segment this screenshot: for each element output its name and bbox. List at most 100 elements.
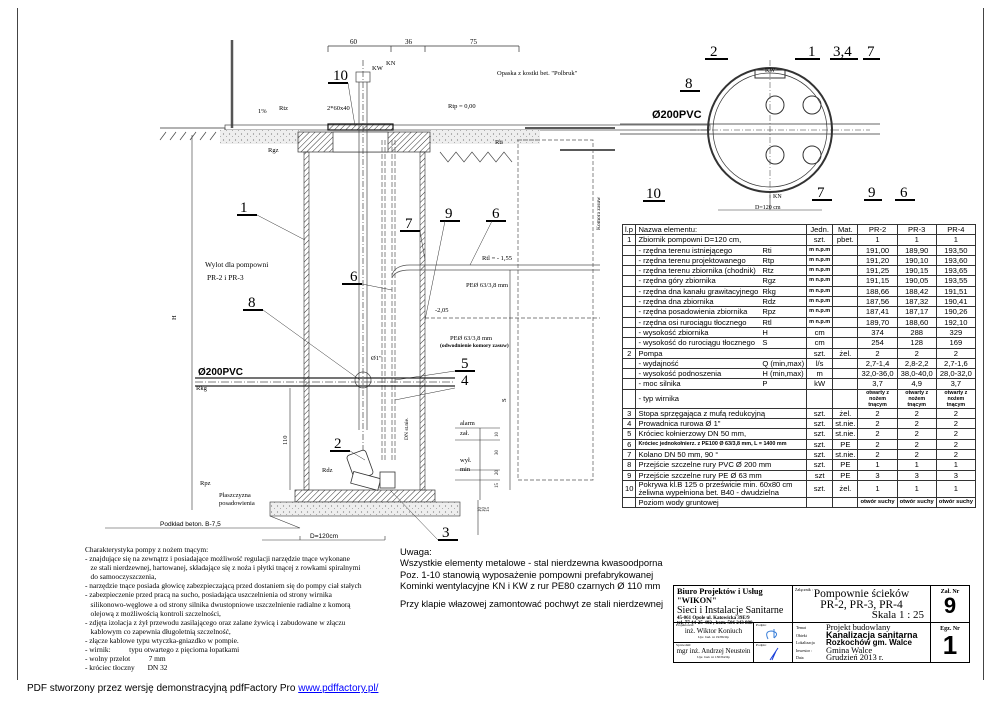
cell-symbol: H (min,max)	[760, 368, 808, 380]
label-zal: zał.	[460, 430, 470, 437]
cell-lp	[621, 337, 637, 349]
cell-material	[832, 244, 859, 256]
cell-material	[832, 306, 859, 318]
cell-material: st.nie.	[832, 418, 859, 430]
cell-pr2: 191,25	[857, 265, 898, 277]
cell-material	[832, 285, 859, 298]
cell-unit: m n.p.m	[806, 296, 834, 308]
cell-unit: szt.	[806, 407, 834, 420]
label-110: 110	[282, 435, 289, 445]
cell-pr3: 189,90	[896, 244, 937, 256]
cell-pr4: 1	[935, 479, 976, 498]
dim-36: 36	[405, 38, 413, 46]
cell-lp	[621, 357, 637, 370]
pdffactory-link[interactable]: www.pdffactory.pl/	[298, 683, 379, 694]
cell-lp: 2	[621, 347, 637, 359]
cell-name: - typ wirnika	[635, 388, 761, 409]
cell-material	[832, 254, 859, 267]
company-info: Biuro Projektów i Usług "WIKON" Sieci i …	[674, 586, 793, 626]
cell-symbol: Rtl	[760, 316, 808, 328]
cell-pr4: 2	[935, 418, 976, 430]
cell-lp: 3	[621, 407, 637, 420]
cell-pr4: 1	[935, 459, 976, 471]
cell-pr3: 2	[896, 418, 937, 430]
chamber-wall-left	[303, 151, 310, 491]
cell-pr4: 3	[935, 469, 976, 481]
scale: Skala 1 : 25	[871, 609, 924, 621]
cell-pr2: 1	[857, 479, 898, 498]
label-s: S	[501, 398, 508, 402]
cell-pr3: 288	[896, 326, 937, 339]
cell-pr2: 187,56	[857, 296, 898, 308]
cell-pr3: 4,9	[896, 378, 937, 390]
concrete-base	[269, 501, 461, 517]
data-value: Grudzień 2013 r.	[826, 652, 884, 663]
cell-lp	[621, 368, 637, 380]
obiekt-value: Kanalizacja sanitarna	[826, 629, 918, 640]
callout-8: 8	[248, 295, 256, 311]
cell-name: - wysokość do rurociągu tłocznego	[635, 337, 761, 349]
level-dim-4: 15	[495, 483, 500, 489]
plan-callout-2: 2	[710, 44, 718, 60]
cell-unit: m n.p.m	[806, 285, 834, 298]
data-label: Data	[796, 655, 804, 661]
cell-name: Kolano DN 50 mm, 90 °	[635, 448, 808, 461]
designer-license: Upr. bud. nr 19/86/Op	[697, 635, 729, 639]
cell-pr4: 193,55	[935, 275, 976, 287]
label-plaszczyzna-2: posadowienia	[219, 500, 255, 507]
label-komora-zasuw: Komora zasuw	[596, 197, 602, 230]
label-plaszczyzna-1: Płaszczyzna	[219, 492, 251, 499]
cell-lp	[621, 316, 637, 328]
plan-callout-3-4: 3,4	[833, 44, 852, 60]
title-line-2: PR-2, PR-3, PR-4	[820, 599, 903, 611]
cell-pr2: 2	[857, 418, 898, 430]
cell-lp	[621, 388, 637, 409]
label-kw: KW	[372, 65, 384, 72]
plan-label-kn: KN	[773, 194, 782, 200]
cell-pr3: 188,60	[896, 316, 937, 328]
egz-nr-value: 1	[942, 630, 958, 660]
pdf-footer: PDF stworzony przez wersję demonstracyjn…	[27, 683, 378, 694]
checker: Sprawdził: mgr inż. Andrzej Neustein Upr…	[674, 643, 754, 662]
cell-material: st.nie.	[832, 448, 859, 461]
label-kn: KN	[386, 60, 396, 67]
callout-underlines	[237, 82, 506, 541]
remarks-line: Przy klapie włazowej zamontować pochwyt …	[400, 597, 664, 609]
cell-unit: m n.p.m	[806, 265, 834, 277]
col-unit: Jedn.	[806, 223, 834, 236]
label-opaska: Opaska z kostki bet. "Polbruk"	[497, 70, 578, 77]
cell-pr2: 1	[857, 234, 898, 246]
cell-pr4: 190,26	[935, 306, 976, 318]
cell-material	[832, 337, 859, 349]
remarks: Uwaga: Wszystkie elementy metalowe - sta…	[400, 546, 663, 609]
remarks-line: Poz. 1-10 stanowią wyposażenie pompowni …	[400, 568, 654, 580]
level-dim-3: 20	[495, 470, 500, 476]
cell-pr2: 191,00	[857, 244, 898, 256]
cell-unit: kW	[806, 378, 834, 390]
cell-symbol: P	[760, 378, 808, 390]
cell-name: - wysokość zbiornika	[635, 326, 761, 339]
cell-pr3: 38,0-40,0	[896, 368, 937, 380]
cell-lp	[621, 326, 637, 339]
base-slab	[294, 489, 436, 503]
signature-icon	[766, 629, 778, 640]
cell-unit: szt.	[806, 479, 834, 498]
vent-pipe-kw	[354, 60, 372, 470]
cell-material	[832, 265, 859, 277]
cell-pr3: otwarty z nożem tnącym	[896, 388, 937, 409]
cell-unit: m n.p.m	[806, 244, 834, 256]
pump-characteristics-notes: Charakterystyka pompy z nożem tnącym: - …	[85, 545, 362, 673]
cell-pr4: 193,50	[935, 244, 976, 256]
table-header-row: l.p Nazwa elementu: Jedn. Mat. PR-2 PR-3…	[621, 223, 976, 236]
callout-7: 7	[405, 216, 413, 232]
cell-lp	[621, 244, 637, 256]
cell-pr4: 191,51	[935, 285, 976, 298]
cell-unit: cm	[806, 337, 834, 349]
pump	[346, 449, 396, 491]
plan-callout-7-top: 7	[867, 44, 875, 60]
cell-material: żel.	[832, 347, 859, 359]
